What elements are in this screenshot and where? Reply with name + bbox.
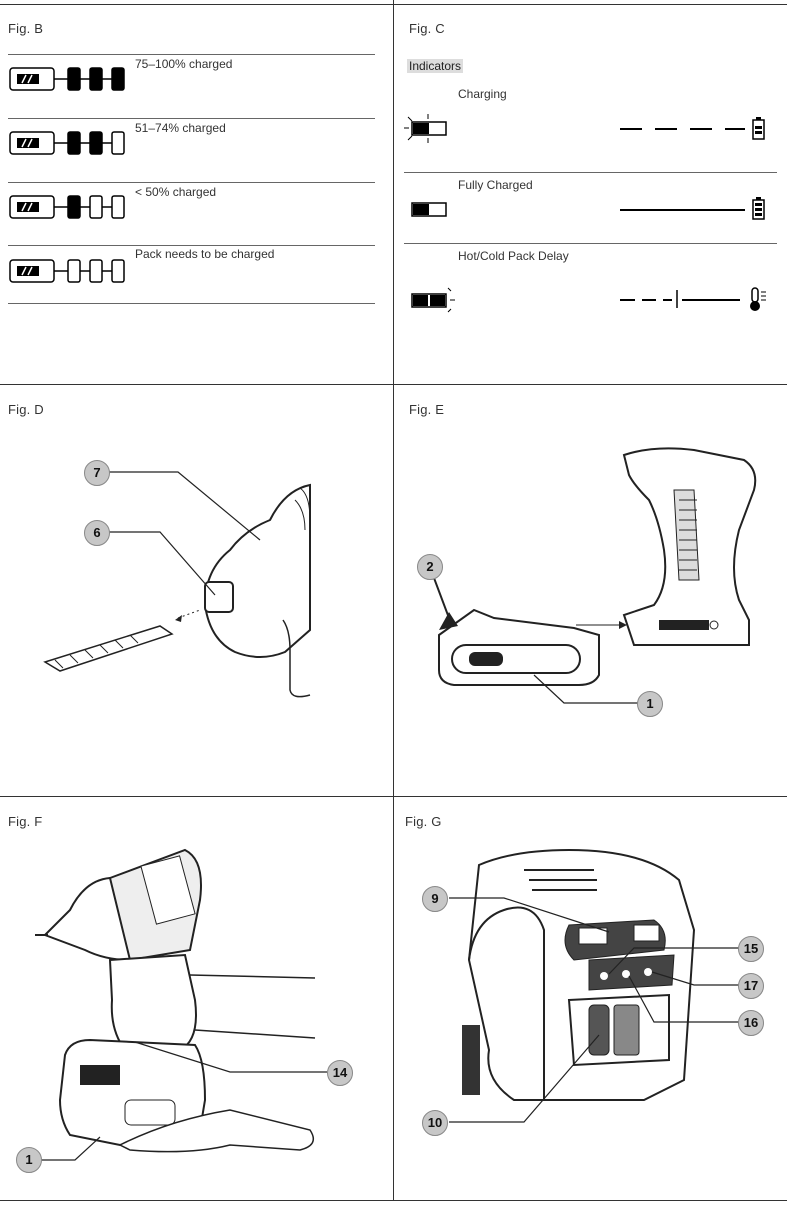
fig-c-row-charging-text: Charging	[458, 87, 507, 101]
fig-c-label: Fig. C	[409, 21, 445, 36]
callout-7: 7	[84, 460, 110, 486]
fig-f-label: Fig. F	[8, 814, 43, 829]
fig-e-label: Fig. E	[409, 402, 445, 417]
fig-c-sep-1	[404, 172, 777, 173]
callout-1-fig-e: 1	[637, 691, 663, 717]
fig-b-fuel-gauge-icons	[9, 67, 125, 283]
fig-e-battery-insertion-illustration	[433, 447, 757, 704]
fig-c-sep-2	[404, 243, 777, 244]
fig-c-charger-indicators	[404, 114, 766, 313]
fig-g-battery-gauge-closeup-illustration	[449, 848, 739, 1123]
callout-9: 9	[422, 886, 448, 912]
fig-b-label: Fig. B	[8, 21, 44, 36]
fig-c-row-delay-text: Hot/Cold Pack Delay	[458, 249, 569, 263]
row-divider-2	[0, 796, 787, 797]
fuel-gauge-row-3-icon	[9, 195, 125, 219]
fig-d-drill-bit-illustration	[43, 471, 311, 698]
callout-10: 10	[422, 1110, 448, 1136]
fig-b-sep-0	[8, 54, 375, 55]
top-border	[0, 4, 787, 5]
battery-charging-icon	[752, 117, 765, 140]
fig-f-drill-in-hand-illustration	[35, 848, 327, 1161]
callout-2: 2	[417, 554, 443, 580]
fuel-gauge-row-2-icon	[9, 131, 125, 155]
fuel-gauge-row-4-icon	[9, 259, 125, 283]
charging-indicator-icon	[404, 114, 447, 143]
fig-d-label: Fig. D	[8, 402, 44, 417]
fig-b-row-1-text: 75–100% charged	[135, 57, 233, 71]
fig-b-sep-1	[8, 118, 375, 119]
fig-c-row-full-text: Fully Charged	[458, 178, 533, 192]
callout-14: 14	[327, 1060, 353, 1086]
fully-charged-indicator-icon	[411, 202, 447, 217]
callout-16: 16	[738, 1010, 764, 1036]
bottom-border	[0, 1200, 787, 1201]
callout-6: 6	[84, 520, 110, 546]
fig-b-sep-2	[8, 182, 375, 183]
battery-full-icon	[752, 197, 765, 220]
fig-g-label: Fig. G	[405, 814, 442, 829]
fuel-gauge-row-1-icon	[9, 67, 125, 91]
thermometer-icon	[750, 287, 766, 311]
fig-b-row-3-text: < 50% charged	[135, 185, 217, 199]
fig-b-sep-4	[8, 303, 375, 304]
fig-c-indicators-heading: Indicators	[407, 59, 464, 73]
callout-1-fig-f: 1	[16, 1147, 42, 1173]
callout-15: 15	[738, 936, 764, 962]
callout-17: 17	[738, 973, 764, 999]
fig-b-row-2-text: 51–74% charged	[135, 121, 226, 135]
hot-cold-indicator-icon	[411, 287, 455, 313]
fig-b-row-4-text: Pack needs to be charged	[135, 247, 275, 261]
fig-b-sep-3	[8, 245, 375, 246]
column-divider	[393, 0, 394, 1200]
row-divider-1	[0, 384, 787, 385]
